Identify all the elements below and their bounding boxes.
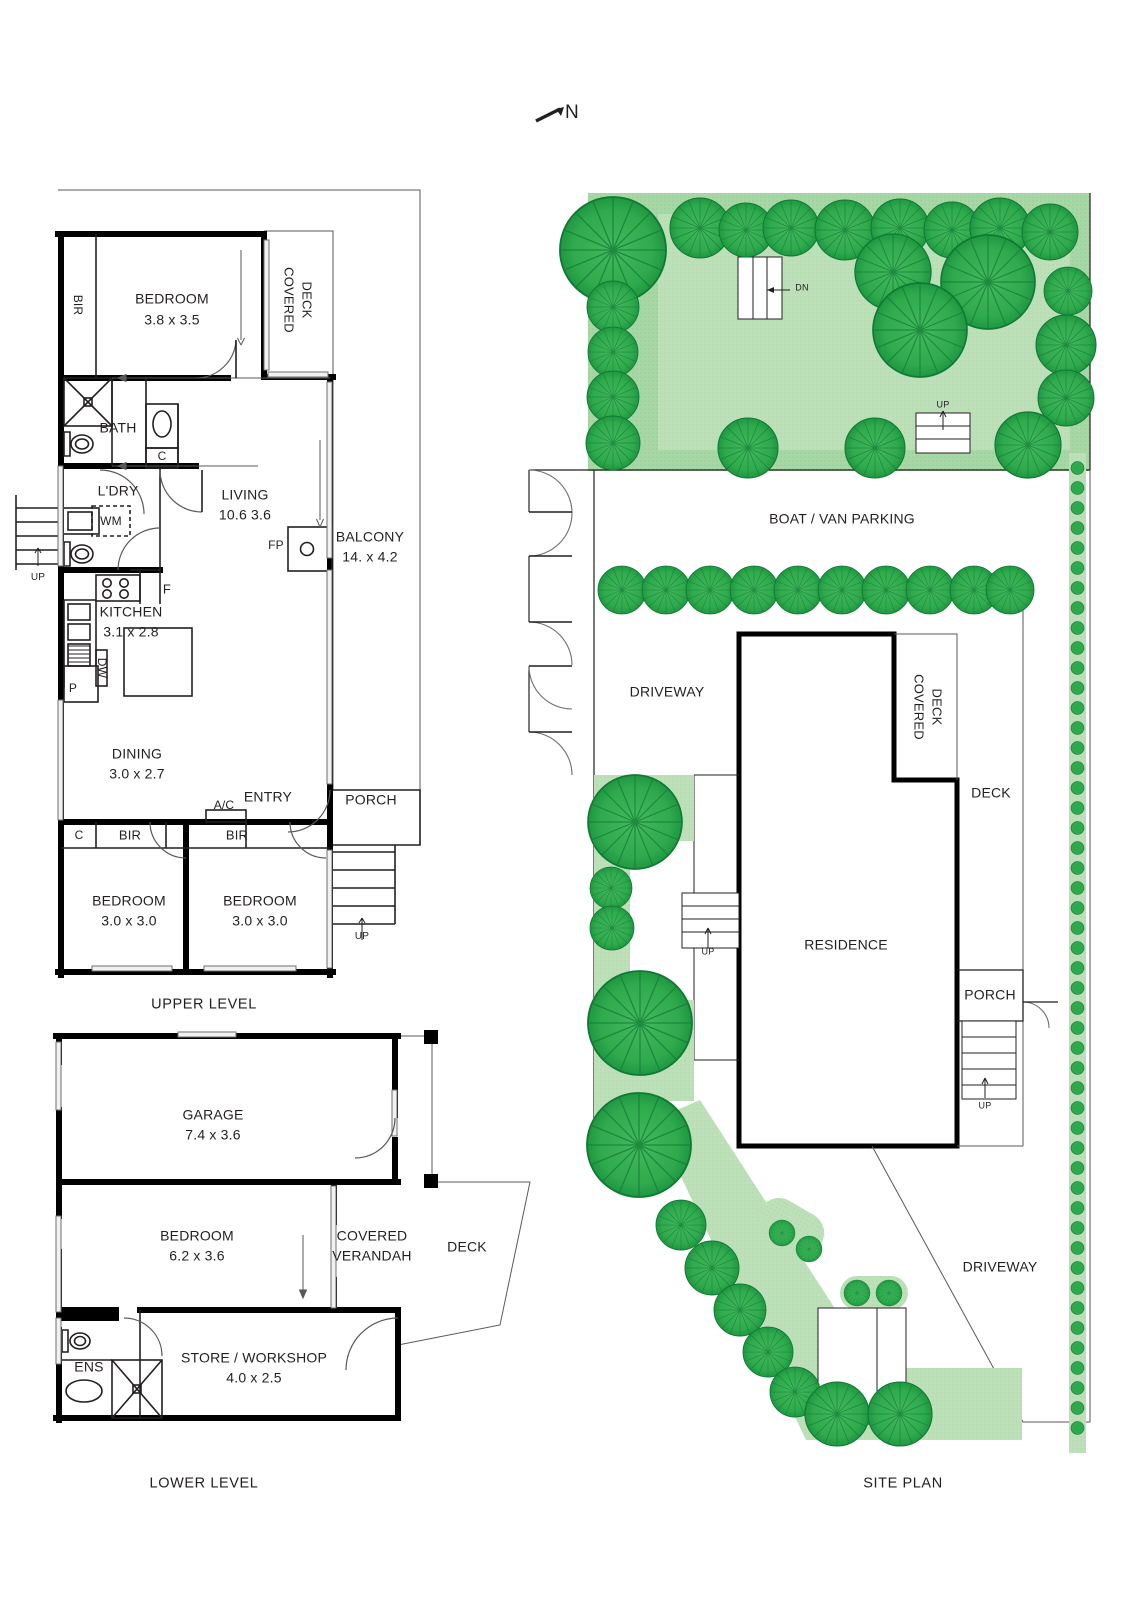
lower-deck-label: DECK [447,1238,487,1255]
lower-level-caption: LOWER LEVEL [149,1475,259,1492]
upper-kitchen-name: KITCHEN [99,603,163,620]
lower-garage-dims: 7.4 x 3.6 [185,1126,241,1143]
site-plan-drawing [528,193,1097,1453]
lower-garage-name: GARAGE [182,1106,244,1123]
site-driveway-label: DRIVEWAY [629,683,705,700]
lower-covered-verandah-line1: COVERED [336,1227,408,1244]
upper-bedroom2-name: BEDROOM [92,892,166,909]
upper-bedroom1-name: BEDROOM [135,290,209,307]
lower-level-drawing [53,1030,531,1423]
upper-level-caption: UPPER LEVEL [151,996,257,1013]
site-deck-label: DECK [971,784,1011,801]
north-label: N [565,101,579,123]
upper-dining-name: DINING [111,745,163,762]
upper-dining-dims: 3.0 x 2.7 [109,765,165,782]
upper-bath-closet-label: C [157,448,167,463]
upper-living-dims: 10.6 3.6 [218,506,272,523]
upper-kitchen-dims: 3.1 x 2.8 [103,623,159,640]
upper-bedroom3-name: BEDROOM [223,892,297,909]
site-covered-deck-line1: COVERED [911,674,927,740]
upper-bir-top-label: BIR [71,294,86,316]
upper-stairs-up-left-label: UP [30,572,46,584]
site-porch-label: PORCH [964,986,1016,1003]
upper-covered-deck-line2: DECK [299,281,315,319]
lower-ens-label: ENS [74,1358,104,1375]
upper-pantry-label: P [68,680,78,695]
site-side-stairs-up-label: UP [701,946,715,957]
upper-bedroom3-dims: 3.0 x 3.0 [232,912,288,929]
upper-washing-machine-label: WM [100,513,122,528]
upper-fireplace-label: FP [268,537,284,552]
upper-bedroom2-dims: 3.0 x 3.0 [101,912,157,929]
north-arrow-icon [535,107,564,123]
upper-aircon-label: A/C [213,797,235,812]
lower-store-workshop-name: STORE / WORKSHOP [180,1349,328,1366]
upper-bir-right-label: BIR [225,827,249,843]
upper-bath-label: BATH [99,419,137,436]
site-porch-stairs-up-label: UP [978,1100,992,1111]
upper-dishwasher-label: DW [95,657,110,679]
upper-balcony-name: BALCONY [335,528,405,545]
upper-stairs-up-right-label: UP [354,931,370,943]
site-driveway2-label: DRIVEWAY [962,1258,1038,1275]
upper-fridge-label: F [162,581,172,597]
upper-covered-deck-line1: COVERED [281,267,297,333]
lower-bedroom-name: BEDROOM [160,1227,234,1244]
lower-bedroom-dims: 6.2 x 3.6 [169,1247,225,1264]
upper-closet-left-label: C [74,827,84,842]
upper-bir-left-label: BIR [118,827,142,843]
upper-balcony-dims: 14. x 4.2 [342,548,398,565]
site-stairs-dn-label: DN [795,282,809,293]
site-boat-van-parking-label: BOAT / VAN PARKING [769,510,915,527]
upper-level-drawing [15,189,421,978]
upper-living-name: LIVING [221,486,269,503]
site-covered-deck-line2: DECK [929,688,945,726]
lower-store-workshop-dims: 4.0 x 2.5 [226,1369,282,1386]
upper-entry-label: ENTRY [243,788,293,805]
upper-bedroom1-dims: 3.8 x 3.5 [144,311,200,328]
site-rear-stairs-up-label: UP [936,399,950,410]
site-plan-caption: SITE PLAN [863,1475,943,1492]
site-residence-label: RESIDENCE [804,936,888,953]
lower-covered-verandah-line2: VERANDAH [332,1247,412,1264]
upper-ldry-label: L'DRY [97,482,139,499]
upper-porch-label: PORCH [345,791,397,808]
